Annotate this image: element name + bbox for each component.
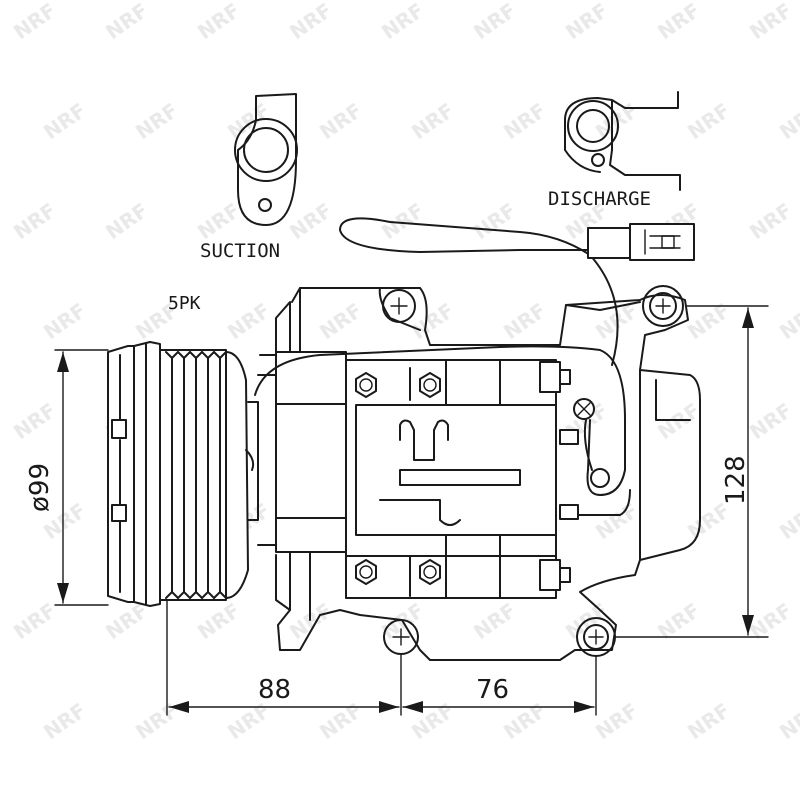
watermark-logo: NRF <box>745 398 796 444</box>
watermark-logo: NRF <box>193 598 244 644</box>
watermark-logo: NRF <box>653 0 704 44</box>
watermark-logo: NRF <box>407 98 458 144</box>
compressor-body <box>247 285 701 661</box>
wire-connector <box>339 217 695 366</box>
watermark-logo: NRF <box>745 0 796 44</box>
watermark-logo: NRF <box>683 98 734 144</box>
watermark-logo: NRF <box>469 0 520 44</box>
watermark-logo: NRF <box>193 198 244 244</box>
height-value: 128 <box>721 455 751 505</box>
pulley-groove <box>177 351 191 599</box>
watermark-logo: NRF <box>223 698 274 744</box>
watermark-logo: NRF <box>285 198 336 244</box>
watermark-logo: NRF <box>653 398 704 444</box>
watermark-logo: NRF <box>101 0 152 44</box>
watermark-logo: NRF <box>683 298 734 344</box>
watermark-logo: NRF <box>9 598 60 644</box>
watermark-logo: NRF <box>9 198 60 244</box>
watermark-logo: NRF <box>131 698 182 744</box>
bolt-group-bottom <box>355 555 441 597</box>
pulley-groove <box>165 351 179 599</box>
watermark-logo: NRF <box>39 98 90 144</box>
dimension-height <box>613 305 769 638</box>
watermark-logo: NRF <box>499 298 550 344</box>
watermark-logo: NRF <box>591 498 642 544</box>
watermark-logo: NRF <box>775 298 800 344</box>
pulley-groove <box>201 351 215 599</box>
suction-label: SUCTION <box>200 240 280 262</box>
pulley-grooves <box>165 351 227 599</box>
discharge-label: DISCHARGE <box>548 188 651 210</box>
belt-type-label: 5PK <box>168 293 201 314</box>
watermark-logo: NRF <box>775 698 800 744</box>
watermark-logo: NRF <box>131 98 182 144</box>
watermark-logo: NRF <box>39 298 90 344</box>
watermark-logo: NRF <box>101 198 152 244</box>
watermark-logo: NRF <box>683 698 734 744</box>
watermark-logo: NRF <box>39 698 90 744</box>
watermark-logo: NRF <box>9 0 60 44</box>
watermark-logo: NRF <box>285 0 336 44</box>
watermark-logo: NRF <box>775 98 800 144</box>
bolt-group-top <box>355 367 441 401</box>
watermark-logo: NRF <box>561 0 612 44</box>
discharge-fitting <box>564 91 681 191</box>
watermark-logo: NRF <box>591 698 642 744</box>
clutch-pulley <box>107 341 255 607</box>
watermark-logo: NRF <box>499 98 550 144</box>
suction-fitting <box>234 93 298 226</box>
watermark-logo: NRF <box>775 498 800 544</box>
watermark-logo: NRF <box>377 0 428 44</box>
watermark-logo: NRF <box>469 198 520 244</box>
dimension-width <box>166 599 597 716</box>
watermark-logo: NRF <box>315 98 366 144</box>
watermark-logo: NRF <box>315 698 366 744</box>
width-right-value: 76 <box>476 675 509 705</box>
watermark-logo: NRF <box>469 598 520 644</box>
watermark-logo: NRF <box>745 198 796 244</box>
width-left-value: 88 <box>258 675 291 705</box>
watermark-logo: NRF <box>193 0 244 44</box>
pulley-groove <box>189 351 203 599</box>
watermark-logo: NRF <box>499 698 550 744</box>
side-studs <box>539 361 579 591</box>
watermark-logo: NRF <box>223 298 274 344</box>
diameter-value: ø99 <box>25 463 55 512</box>
watermark-logo: NRF <box>9 398 60 444</box>
dimension-diameter <box>54 349 109 606</box>
watermark-logo: NRF <box>315 298 366 344</box>
